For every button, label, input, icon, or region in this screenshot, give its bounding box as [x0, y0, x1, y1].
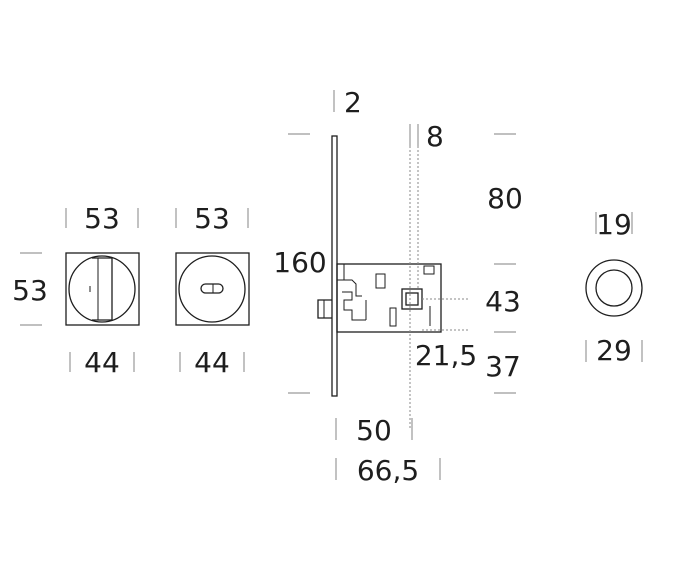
lower-dimension: 37: [485, 350, 521, 383]
turn-knob-body: [92, 257, 113, 321]
ring-outer: [585, 259, 643, 317]
round-rosette: [178, 255, 246, 323]
case-slot: [389, 307, 397, 327]
total-depth-dimension: 66,5: [357, 454, 419, 487]
square-spindle-hole: [405, 292, 419, 306]
latch-bolt: [317, 299, 332, 319]
ring-inner-dimension: 19: [596, 208, 632, 241]
rosette-wc-top-dimension: 53: [84, 202, 120, 235]
mortise-lock: 2 8 160 80: [273, 86, 523, 487]
ring-pull: 19 29: [585, 208, 643, 367]
rosette-wc-turn: 53 53 44: [12, 202, 140, 379]
case-detail: [337, 279, 362, 297]
case-height-dimension: 80: [487, 182, 523, 215]
backset-dimension: 50: [356, 414, 392, 447]
square-rosette-plate: [65, 252, 140, 326]
backset-offset-dimension: 8: [426, 120, 444, 153]
lever-mechanism: [342, 291, 366, 321]
rosette-wc-bottom-dimension: 44: [84, 346, 120, 379]
square-rosette-plate: [175, 252, 250, 326]
rosette-emergency-release: 53 44: [175, 202, 250, 379]
rosette-plain-bottom-dimension: 44: [194, 346, 230, 379]
rosette-wc-side-dimension: 53: [12, 274, 48, 307]
rosette-plain-top-dimension: 53: [194, 202, 230, 235]
round-rosette: [68, 255, 136, 323]
ring-outer-dimension: 29: [596, 334, 632, 367]
emergency-slot: [200, 283, 224, 294]
spindle-offset-dimension: 21,5: [415, 339, 477, 372]
lock-height-dimension: 160: [273, 246, 326, 279]
ring-inner: [595, 269, 633, 307]
plate-thickness-dimension: 2: [344, 86, 362, 119]
lock-case: [336, 263, 442, 333]
lock-faceplate: [331, 135, 338, 397]
case-slot: [423, 265, 435, 275]
spindle-center-dimension: 43: [485, 285, 521, 318]
case-slot: [375, 273, 386, 289]
spindle-hub: [401, 288, 423, 310]
